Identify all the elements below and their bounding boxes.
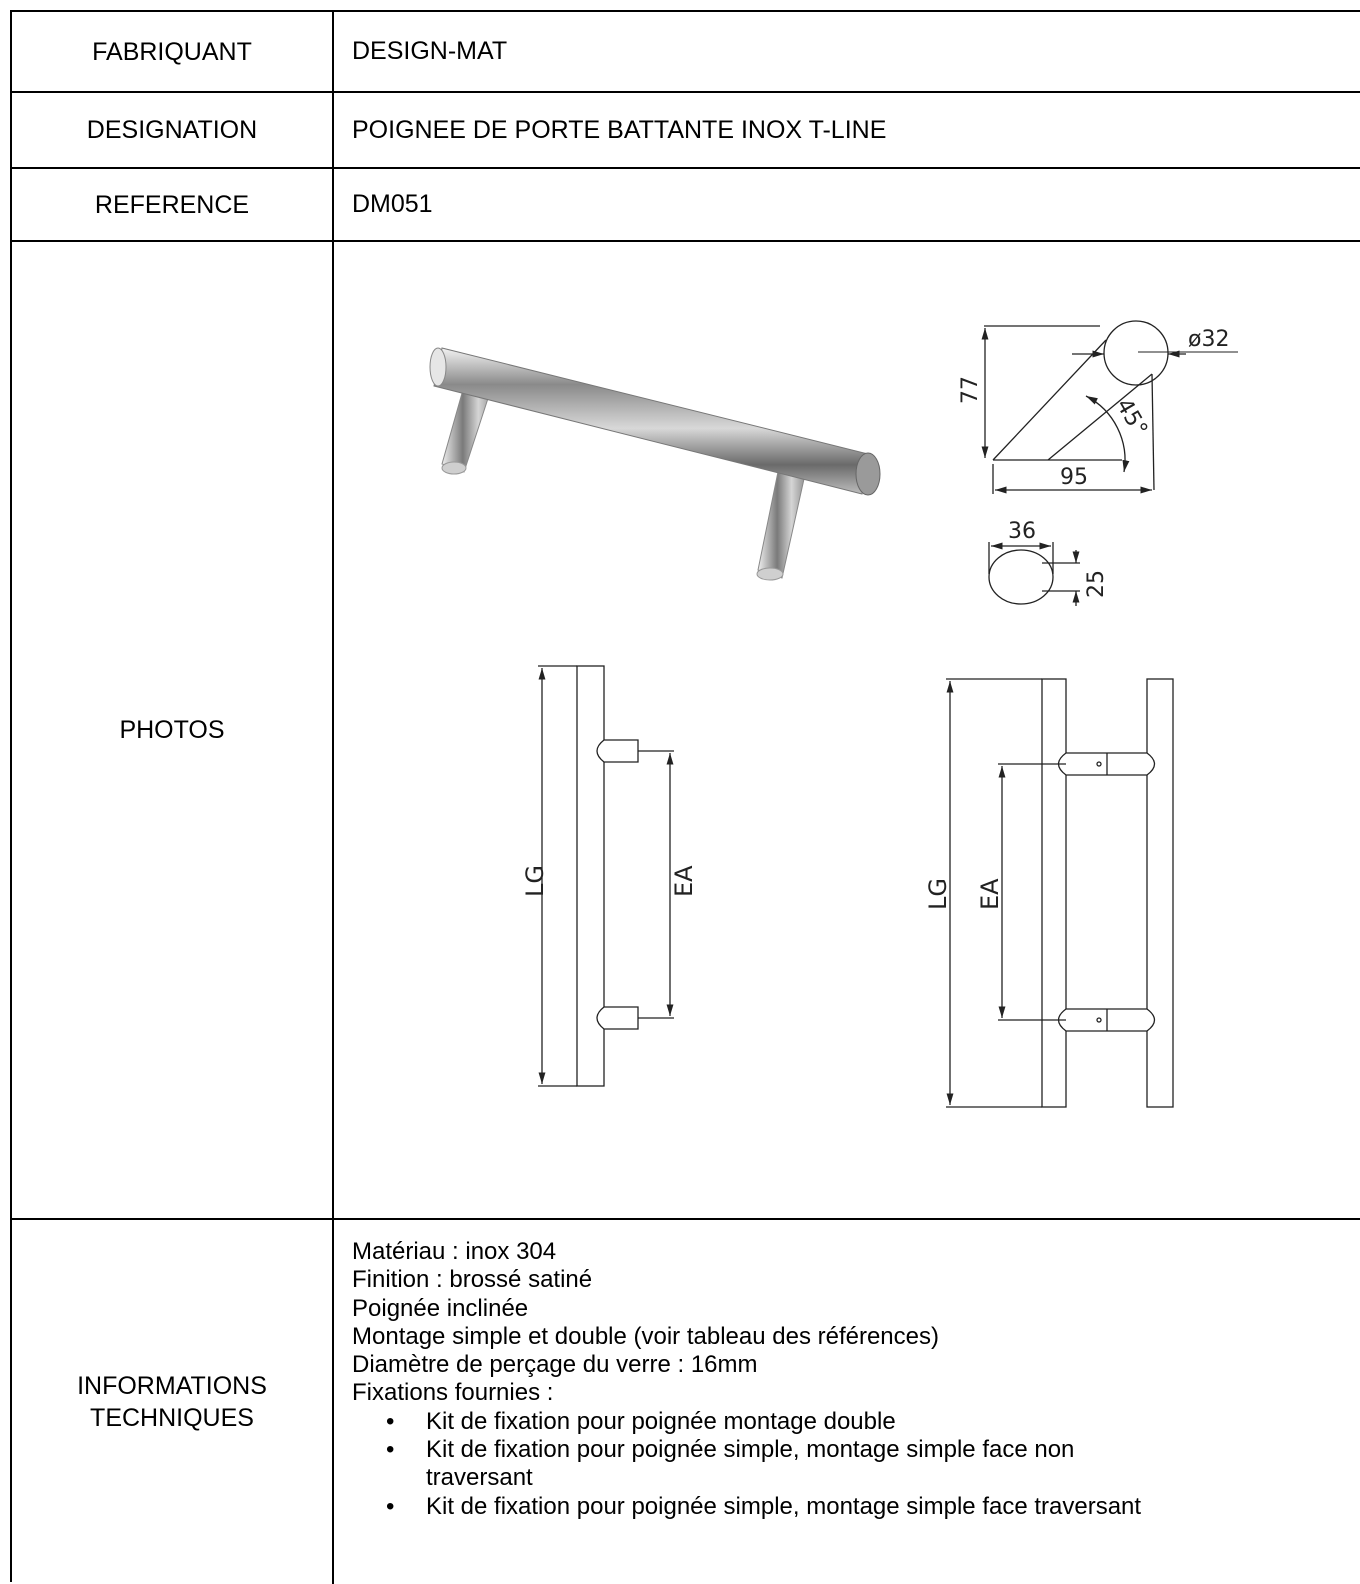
technical-info: Matériau : inox 304 Finition : brossé sa… bbox=[352, 1238, 1186, 1521]
row-designation: DESIGNATION POIGNEE DE PORTE BATTANTE IN… bbox=[12, 93, 1360, 169]
double-spacing-label: EA bbox=[976, 878, 1004, 910]
label-informations: INFORMATIONS TECHNIQUES bbox=[12, 1220, 334, 1584]
info-line: Poignée inclinée bbox=[352, 1294, 529, 1322]
row-reference: REFERENCE DM051 bbox=[12, 169, 1360, 242]
label-fabriquant: FABRIQUANT bbox=[12, 12, 334, 91]
row-fabriquant: FABRIQUANT DESIGN-MAT bbox=[12, 12, 1360, 93]
row-photos: PHOTOS bbox=[12, 242, 1360, 1220]
label-informations-line1: INFORMATIONS bbox=[77, 1372, 267, 1400]
list-item: Kit de fixation pour poignée simple, mon… bbox=[386, 1436, 1186, 1493]
dimension-diameter: ø32 bbox=[1188, 327, 1229, 352]
value-reference: DM051 bbox=[352, 190, 433, 218]
label-designation: DESIGNATION bbox=[12, 93, 334, 167]
side-profile-drawing bbox=[981, 320, 1238, 494]
dimension-height: 77 bbox=[958, 376, 983, 404]
product-photo bbox=[429, 347, 881, 581]
info-line: Fixations fournies : bbox=[352, 1379, 554, 1407]
double-length-label: LG bbox=[924, 878, 952, 910]
single-length-label: LG bbox=[521, 865, 549, 897]
info-line: Finition : brossé satiné bbox=[352, 1266, 593, 1294]
label-informations-line2: TECHNIQUES bbox=[90, 1404, 254, 1432]
dimension-oval-width: 36 bbox=[1008, 519, 1036, 544]
product-drawings: ø32 77 45° 95 36 25 bbox=[429, 320, 1238, 1108]
oval-section-drawing bbox=[988, 542, 1080, 606]
info-line: Matériau : inox 304 bbox=[352, 1238, 557, 1265]
dimension-depth: 95 bbox=[1060, 465, 1088, 490]
list-item: Kit de fixation pour poignée simple, mon… bbox=[386, 1493, 1186, 1522]
single-spacing-label: EA bbox=[670, 865, 698, 897]
info-line: Diamètre de perçage du verre : 16mm bbox=[352, 1351, 758, 1379]
dimension-oval-height: 25 bbox=[1084, 570, 1109, 598]
double-mount-drawing bbox=[946, 678, 1174, 1108]
list-item: Kit de fixation pour poignée montage dou… bbox=[386, 1408, 1186, 1437]
label-photos: PHOTOS bbox=[12, 242, 334, 1218]
value-fabriquant: DESIGN-MAT bbox=[352, 37, 508, 65]
value-designation: POIGNEE DE PORTE BATTANTE INOX T-LINE bbox=[352, 115, 887, 144]
dimension-angle: 45° bbox=[1111, 395, 1152, 441]
product-sheet: FABRIQUANT DESIGN-MAT DESIGNATION POIGNE… bbox=[10, 10, 1360, 1584]
label-reference: REFERENCE bbox=[12, 169, 334, 240]
fixation-list: Kit de fixation pour poignée montage dou… bbox=[352, 1408, 1186, 1521]
info-line: Montage simple et double (voir tableau d… bbox=[352, 1322, 939, 1350]
single-mount-drawing bbox=[538, 665, 674, 1087]
row-informations: INFORMATIONS TECHNIQUES Matériau : inox … bbox=[12, 1220, 1360, 1584]
